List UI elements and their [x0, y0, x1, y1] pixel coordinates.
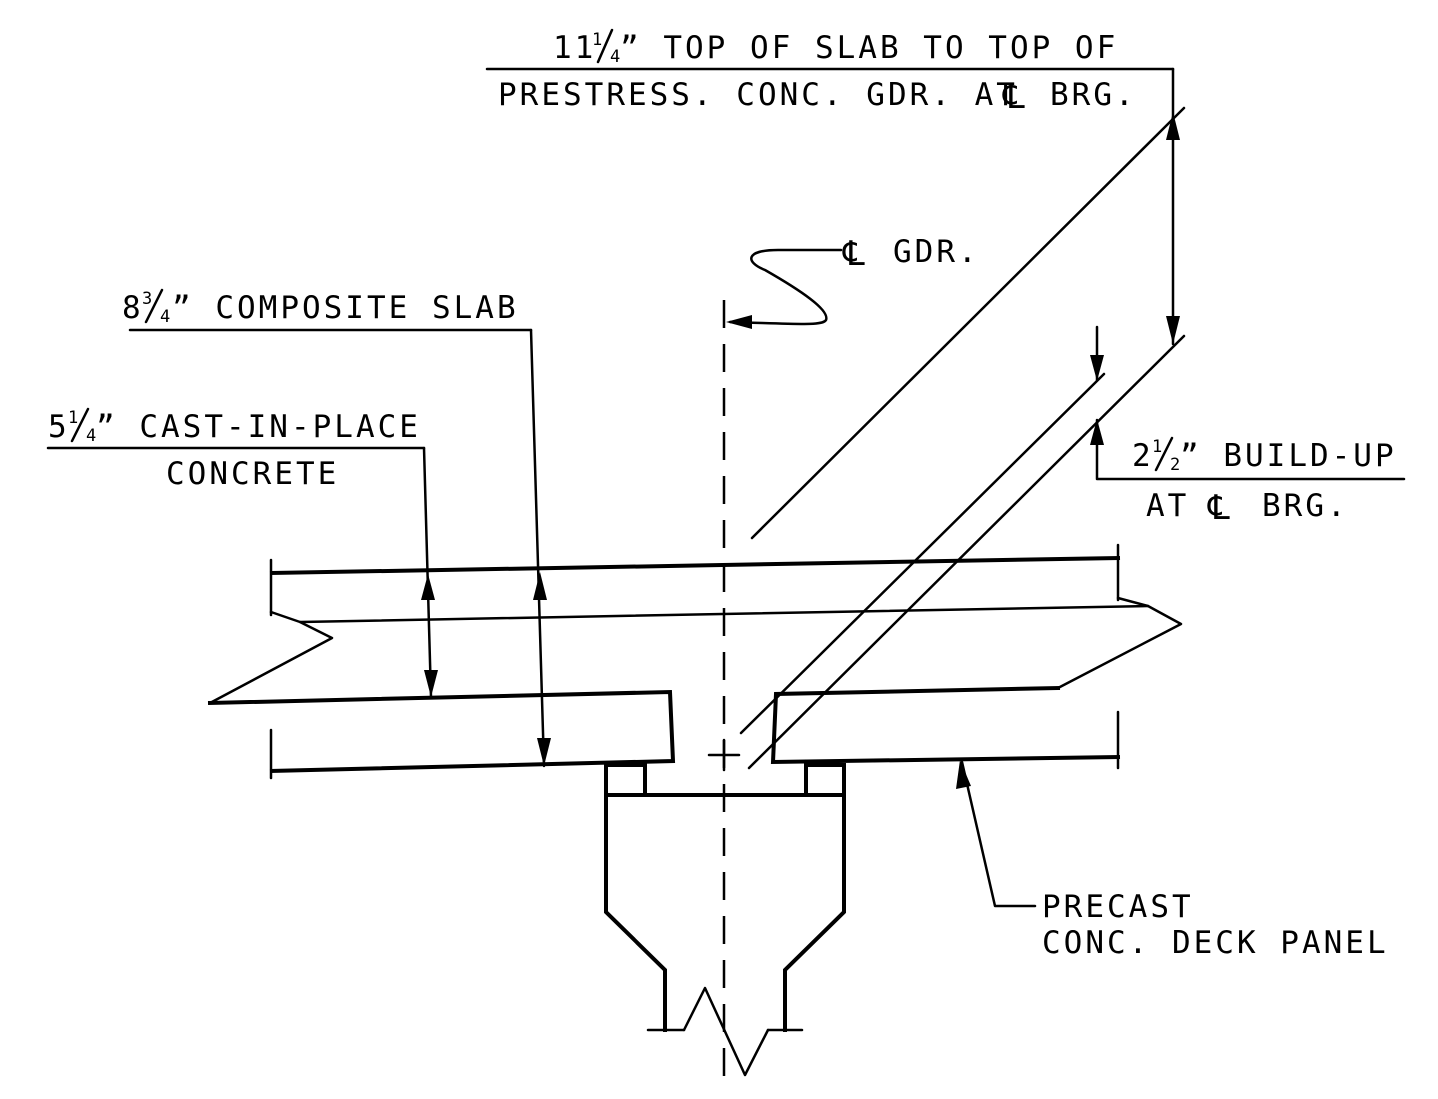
composite-arrow-bottom — [537, 738, 551, 766]
buildup-arrow-bottom — [1090, 419, 1104, 445]
panel-line2: CONC. DECK PANEL — [1042, 925, 1389, 961]
buildup-centerline-symbol: ℄ — [1207, 488, 1230, 528]
buildup-line2-a: AT — [1146, 488, 1189, 524]
top-of-slab-arrow-down — [1166, 316, 1180, 344]
buildup-whole: 2 — [1132, 438, 1154, 474]
top-of-slab-line1: ” TOP OF SLAB TO TOP OF — [620, 30, 1118, 66]
top-of-slab-arrow-up — [1166, 112, 1180, 140]
buildup-frac-num: 1 — [1152, 437, 1162, 457]
left-deck-panel — [207, 689, 676, 774]
cl-gdr-label: GDR. — [893, 234, 980, 270]
buildup-arrow-top — [1090, 355, 1104, 381]
composite-whole: 8 — [122, 290, 144, 326]
cip-frac-den: 4 — [86, 426, 96, 446]
cip-line1: ” CAST-IN-PLACE — [96, 409, 421, 445]
cip-frac-num: 1 — [68, 408, 78, 428]
slab-right-break — [1056, 596, 1183, 690]
top-of-slab-line2-b: BRG. — [1050, 77, 1137, 113]
buildup-line2-b: BRG. — [1262, 488, 1349, 524]
buildup-frac-den: 2 — [1170, 455, 1180, 475]
panel-arrow — [956, 760, 971, 789]
composite-frac-bar — [144, 288, 164, 324]
girder-outline-right — [783, 763, 846, 1032]
build-up-diagonal-2 — [747, 334, 1186, 770]
panel-line1: PRECAST — [1042, 889, 1194, 925]
cl-gdr-arrow — [726, 315, 752, 329]
cl-gdr-centerline-symbol: ℄ — [842, 234, 865, 274]
composite-dim-line — [529, 328, 546, 768]
slab-top-line — [269, 555, 1121, 576]
slab-left-break — [208, 610, 334, 705]
composite-frac-den: 4 — [160, 307, 170, 327]
top-of-slab-diagonal — [750, 106, 1186, 540]
top-of-slab-line2-a: PRESTRESS. CONC. GDR. AT — [498, 77, 1018, 113]
composite-text: ” COMPOSITE SLAB — [172, 290, 519, 326]
top-of-slab-centerline-symbol: ℄ — [1002, 77, 1025, 117]
buildup-line1: ” BUILD-UP — [1180, 438, 1397, 474]
girder-break-line — [682, 986, 770, 1077]
cip-arrow-bottom — [424, 670, 438, 697]
cip-frac-bar — [70, 407, 90, 443]
cip-interface-line — [298, 604, 1150, 624]
cip-dim-line — [422, 446, 433, 699]
top-of-slab-frac-den: 4 — [610, 47, 620, 67]
right-deck-panel — [770, 685, 1121, 765]
buildup-frac-bar — [1154, 436, 1174, 472]
build-up-diagonal-1 — [739, 372, 1106, 735]
panel-leader-line — [960, 760, 1037, 908]
cip-arrow-top — [421, 574, 435, 600]
composite-frac-num: 3 — [142, 289, 152, 309]
top-of-slab-frac-num: 1 — [592, 30, 602, 50]
composite-arrow-top — [533, 572, 547, 600]
top-of-slab-whole: 11 — [553, 30, 596, 66]
top-of-slab-frac-bar — [596, 28, 614, 64]
cl-gdr-leader — [728, 248, 843, 326]
cip-whole: 5 — [48, 409, 70, 445]
cip-line2: CONCRETE — [166, 456, 339, 492]
girder-outline — [604, 763, 667, 1032]
